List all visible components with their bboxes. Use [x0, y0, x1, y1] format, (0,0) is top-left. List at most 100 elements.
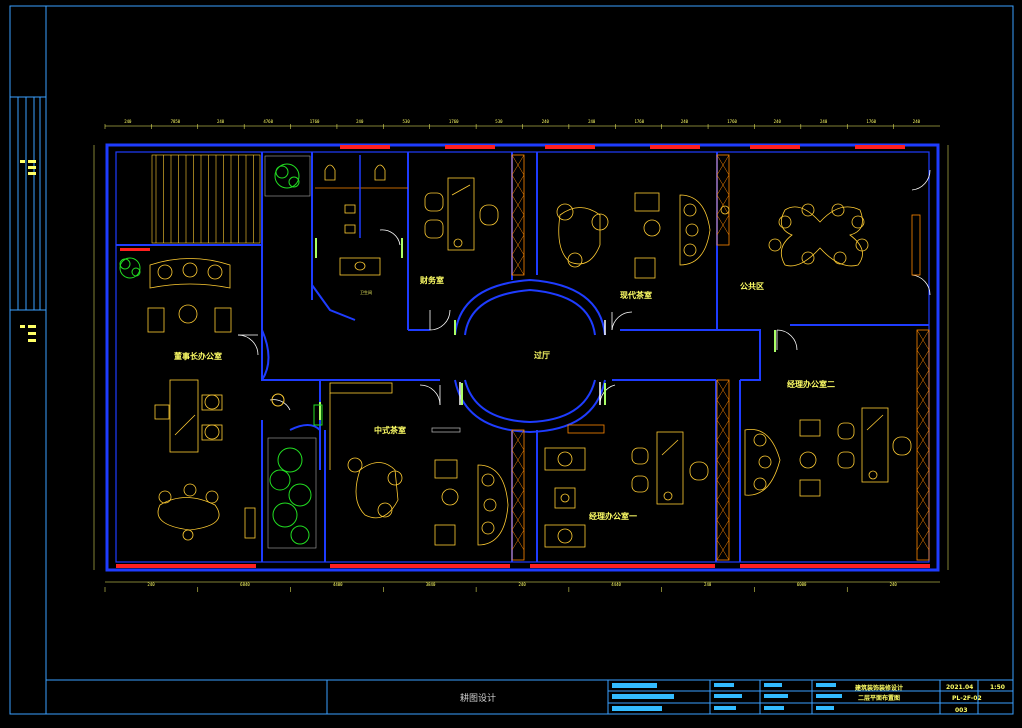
dimension-top-labels: 240 7850 240 4760 1760 240 530 1760 530 240 240 176… — [104, 119, 921, 129]
shelf-crossbar — [716, 519, 730, 541]
inner-wall-line — [115, 151, 930, 563]
dimension-label: 240 — [913, 119, 921, 124]
shelf-crossbar — [511, 529, 525, 551]
dimension-label: 1760 — [310, 119, 320, 124]
title-block-drawing-no: PL-2F-02 — [952, 695, 982, 702]
room-label-hall: 过厅 — [534, 350, 550, 360]
title-block-date: 2021.04 — [946, 684, 973, 691]
shelf-crossbar — [916, 409, 930, 431]
dimension-label: 240 — [890, 582, 898, 587]
shelf-crossbar — [716, 539, 730, 561]
shelf-crossbar — [916, 329, 930, 351]
dimension-label: 6000 — [797, 582, 807, 587]
dimension-label: 240 — [356, 119, 364, 124]
dimension-label: 1760 — [866, 119, 876, 124]
dimension-label: 240 — [704, 582, 712, 587]
shelf-crossbar — [916, 389, 930, 411]
shelf-crossbar — [511, 214, 525, 236]
dimension-label: 240 — [588, 119, 596, 124]
sheet-frame — [9, 5, 1014, 715]
shelf-crossbar — [916, 529, 930, 551]
potted-plants — [119, 155, 323, 549]
room-label-manager-office-1: 经理办公室一 — [589, 511, 637, 521]
shelf-crossbar — [716, 439, 730, 461]
shelf-crossbars — [511, 154, 930, 561]
shelf-crossbar — [511, 469, 525, 491]
title-block — [45, 679, 1014, 715]
modern-tea-room-furniture — [556, 192, 730, 279]
chairman-office-furniture — [147, 258, 256, 541]
shelf-crossbar — [916, 449, 930, 471]
shelving-units — [511, 154, 930, 561]
dimension-label: 240 — [542, 119, 550, 124]
shelf-crossbar — [716, 479, 730, 501]
dimension-label: 530 — [495, 119, 503, 124]
room-label-washroom: 卫生间 — [360, 289, 372, 295]
dimension-label: 7850 — [171, 119, 181, 124]
dimension-label: 3840 — [426, 582, 436, 587]
shelf-crossbar — [716, 194, 730, 216]
dimension-label: 240 — [124, 119, 132, 124]
dimension-label: 4760 — [263, 119, 273, 124]
washroom-fixtures — [315, 155, 408, 276]
shelf-crossbar — [916, 469, 930, 491]
interior-walls — [116, 152, 929, 562]
stair-treads — [155, 155, 254, 243]
manager-office-1-furniture — [544, 431, 709, 548]
dimension-label: 1760 — [634, 119, 644, 124]
shelf-crossbar — [716, 379, 730, 401]
shelf-crossbar — [511, 254, 525, 276]
shelf-crossbar — [716, 174, 730, 196]
shelf-crossbar — [716, 459, 730, 481]
dimension-label: 240 — [147, 582, 155, 587]
hall-partitions — [454, 320, 606, 405]
shelf-crossbar — [916, 429, 930, 451]
dimension-label: 240 — [681, 119, 689, 124]
dimension-label: 240 — [519, 582, 527, 587]
shelf-crossbar — [716, 214, 730, 236]
shelf-crossbar — [716, 154, 730, 176]
public-area-furniture — [768, 203, 921, 276]
dimension-label: 6840 — [240, 582, 250, 587]
shelf-crossbar — [511, 174, 525, 196]
shelf-crossbar — [716, 419, 730, 441]
sheet-side-marks — [20, 160, 36, 342]
shelf-crossbar — [716, 499, 730, 521]
dimension-label: 530 — [403, 119, 411, 124]
room-label-public-area: 公共区 — [740, 281, 764, 291]
manager-office-2-furniture — [744, 407, 912, 497]
title-block-page: 003 — [955, 707, 968, 714]
shelf-crossbar — [511, 154, 525, 176]
staircase — [151, 154, 261, 244]
dimension-lines — [93, 125, 949, 583]
exterior-walls — [105, 143, 940, 572]
shelf-crossbar — [511, 449, 525, 471]
dimension-label: 240 — [774, 119, 782, 124]
title-block-scale: 1:50 — [990, 684, 1005, 691]
shelf-crossbar — [511, 234, 525, 256]
chinese-tea-room-furniture — [329, 382, 605, 546]
room-labels: 董事长办公室 财务室 现代茶室 公共区 过厅 中式茶室 经理办公室一 经理办公室… — [174, 275, 835, 521]
room-label-chairman-office: 董事长办公室 — [174, 351, 222, 361]
finance-room-furniture — [424, 177, 499, 251]
title-block-drawing-title: 二层平面布置图 — [858, 694, 900, 702]
doors — [237, 169, 931, 411]
room-label-modern-tea-room: 现代茶室 — [620, 290, 652, 300]
dimension-label: 1760 — [449, 119, 459, 124]
dimension-label: 4440 — [611, 582, 621, 587]
room-label-chinese-tea-room: 中式茶室 — [374, 425, 406, 435]
shelf-crossbar — [916, 509, 930, 531]
shelf-crossbar — [511, 509, 525, 531]
shelf-crossbar — [511, 429, 525, 451]
title-block-project: 建筑装饰装修设计 — [855, 684, 903, 692]
shelf-crossbar — [511, 194, 525, 216]
shelf-crossbar — [916, 489, 930, 511]
door-openings — [315, 238, 776, 420]
hall-arches — [261, 278, 606, 434]
dimension-label: 240 — [820, 119, 828, 124]
room-label-manager-office-2: 经理办公室二 — [787, 379, 835, 389]
dimension-label: 240 — [217, 119, 225, 124]
title-block-company: 耕图设计 — [460, 692, 496, 704]
